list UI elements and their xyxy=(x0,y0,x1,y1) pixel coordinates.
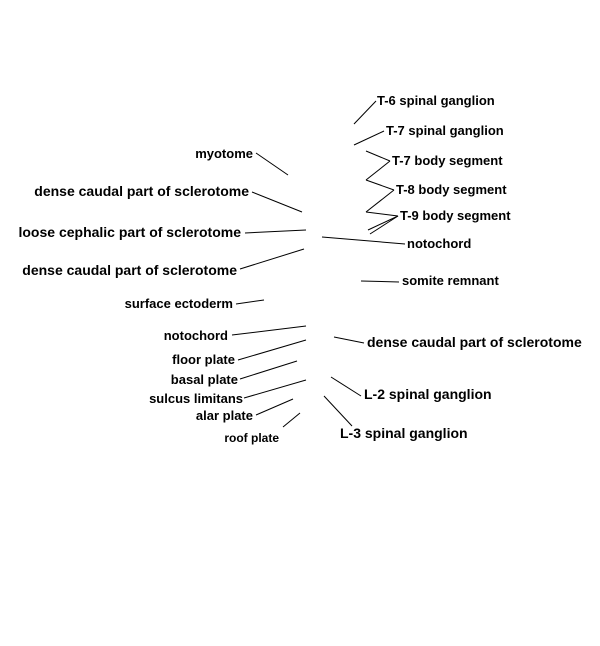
leader-t8-body-segment-a xyxy=(365,179,395,191)
label-t6-spinal-ganglion: T-6 spinal ganglion xyxy=(377,93,495,108)
label-t7-body-segment: T-7 body segment xyxy=(392,153,503,168)
label-t7-spinal-ganglion: T-7 spinal ganglion xyxy=(386,123,504,138)
label-notochord-upper: notochord xyxy=(407,236,471,251)
labels-right: T-6 spinal ganglion T-7 spinal ganglion … xyxy=(340,93,582,441)
leader-dense-caudal-right xyxy=(333,336,365,344)
label-alar-plate: alar plate xyxy=(196,408,253,423)
label-surface-ectoderm: surface ectoderm xyxy=(125,296,233,311)
leader-t6-spinal-ganglion xyxy=(353,100,377,125)
label-dense-caudal-1: dense caudal part of sclerotome xyxy=(34,183,249,199)
leader-alar-plate xyxy=(255,398,294,416)
leader-somite-remnant xyxy=(360,280,400,283)
leader-t9-body-segment-b xyxy=(367,215,399,231)
leader-t9-body-segment-a xyxy=(365,211,399,217)
leader-t7-spinal-ganglion xyxy=(353,130,385,146)
label-dense-caudal-2: dense caudal part of sclerotome xyxy=(22,262,237,278)
leader-floor-plate xyxy=(237,339,307,361)
label-floor-plate: floor plate xyxy=(172,352,235,367)
leader-notochord-upper xyxy=(321,236,406,245)
leader-surface-ectoderm xyxy=(235,299,265,305)
label-basal-plate: basal plate xyxy=(171,372,238,387)
leader-t8-body-segment-b xyxy=(365,189,395,213)
label-t9-body-segment: T-9 body segment xyxy=(400,208,511,223)
leader-dense-caudal-2 xyxy=(239,248,305,270)
leader-l3-spinal-ganglion xyxy=(323,395,353,427)
leader-dense-caudal-1 xyxy=(251,191,303,213)
leader-basal-plate xyxy=(239,360,298,380)
label-myotome: myotome xyxy=(195,146,253,161)
leader-t9-body-segment-c xyxy=(369,215,399,235)
leader-t7-body-segment-b xyxy=(365,160,391,181)
leader-lines xyxy=(231,100,406,428)
leader-loose-cephalic xyxy=(244,229,307,234)
label-l2-spinal-ganglion: L-2 spinal ganglion xyxy=(364,386,492,402)
leader-t7-body-segment-a xyxy=(365,150,391,162)
label-loose-cephalic: loose cephalic part of sclerotome xyxy=(18,224,241,240)
label-dense-caudal-right: dense caudal part of sclerotome xyxy=(367,334,582,350)
leader-l2-spinal-ganglion xyxy=(330,376,362,397)
leader-myotome xyxy=(255,152,289,176)
leader-sulcus-limitans xyxy=(243,379,307,399)
label-somite-remnant: somite remnant xyxy=(402,273,499,288)
label-l3-spinal-ganglion: L-3 spinal ganglion xyxy=(340,425,468,441)
label-roof-plate: roof plate xyxy=(224,431,279,445)
label-sulcus-limitans: sulcus limitans xyxy=(149,391,243,406)
leader-notochord-lower xyxy=(231,325,307,336)
labels-left: myotome dense caudal part of sclerotome … xyxy=(18,146,279,445)
leader-roof-plate xyxy=(282,412,301,428)
label-notochord-lower: notochord xyxy=(164,328,228,343)
label-t8-body-segment: T-8 body segment xyxy=(396,182,507,197)
